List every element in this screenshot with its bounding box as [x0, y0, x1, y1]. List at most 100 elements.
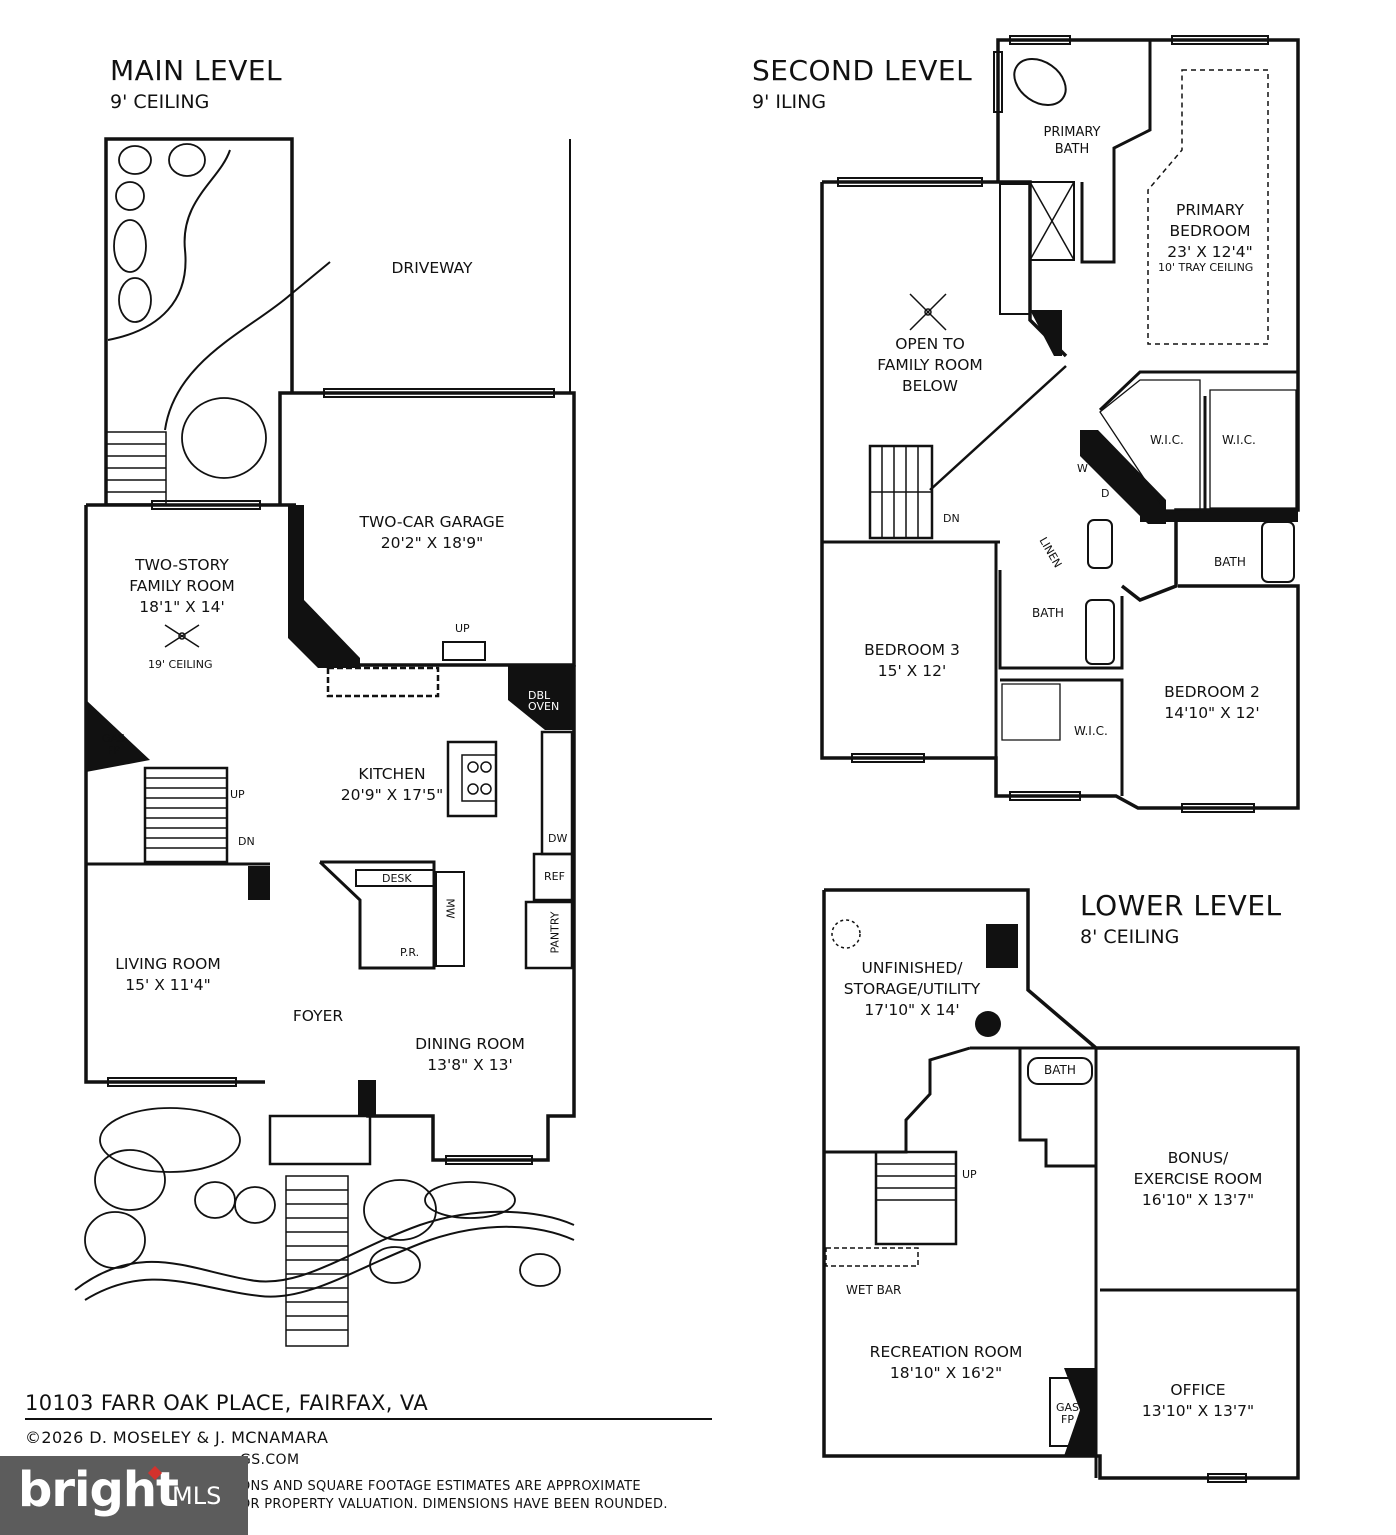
copyright-line: ©2026 D. MOSELEY & J. MCNAMARA	[25, 1428, 329, 1447]
ref-label: REF	[544, 870, 565, 883]
website-line: GS.COM	[240, 1452, 300, 1468]
foyer-label: FOYER	[292, 1007, 344, 1025]
walkway-curve-2	[164, 261, 331, 431]
mw	[435, 871, 465, 967]
front-path-curve	[74, 1210, 575, 1291]
walkway-curve	[107, 149, 231, 341]
second-ceiling-fan	[909, 293, 947, 331]
wic-block	[1000, 678, 1124, 796]
lower-stair	[874, 1150, 958, 1246]
garage-step	[442, 641, 486, 661]
dw-label: DW	[548, 832, 568, 845]
driveway-label: DRIVEWAY	[391, 259, 473, 277]
front-path-curve-2	[84, 1225, 575, 1301]
second-level-ceiling: 9' ILING	[752, 91, 827, 113]
main-side-yard-wall	[104, 137, 294, 505]
garage-up-label: UP	[455, 622, 470, 635]
lower-level-ceiling: 8' CEILING	[1080, 926, 1180, 948]
garage-black-wall	[288, 505, 360, 668]
laundry-black	[1080, 430, 1166, 524]
lower-outline	[822, 888, 1300, 1480]
wic-label-3: W.I.C.	[1074, 724, 1108, 738]
main-stair-outline	[143, 766, 229, 864]
lower-bath-label: BATH	[1044, 1063, 1076, 1077]
address-line: 10103 FARR OAK PLACE, FAIRFAX, VA	[25, 1391, 429, 1415]
second-outer-left	[820, 182, 1300, 810]
dryer-label: D	[1101, 487, 1110, 500]
mw-label: MW	[443, 898, 457, 919]
watermark-suffix: MLS	[172, 1482, 222, 1510]
front-stoop	[268, 1114, 372, 1166]
bath-block	[998, 570, 1124, 670]
cooktop	[461, 754, 497, 802]
main-stair-up-label: UP	[230, 788, 245, 801]
living-column	[248, 866, 270, 900]
main-level-title: MAIN LEVEL	[110, 54, 283, 87]
disclaimer-line-1: ONS AND SQUARE FOOTAGE ESTIMATES ARE APP…	[240, 1479, 641, 1494]
disclaimer-line-2: OR PROPERTY VALUATION. DIMENSIONS HAVE B…	[240, 1497, 668, 1512]
second-black-wall	[1030, 310, 1062, 356]
main-windows	[107, 388, 555, 1165]
main-stair-dn-label: DN	[238, 835, 255, 848]
wic-label-2: W.I.C.	[1222, 433, 1256, 447]
footer-rule	[25, 1418, 712, 1420]
second-black-rail	[1140, 510, 1298, 522]
main-level-ceiling: 9' CEILING	[110, 91, 210, 113]
second-level-title: SECOND LEVEL	[752, 54, 973, 87]
second-windows	[837, 35, 1269, 813]
kitchen-island	[446, 740, 498, 818]
washer-label: W	[1077, 462, 1088, 475]
foyer-column	[358, 1080, 376, 1116]
family-ceiling-label: 19' CEILING	[148, 658, 213, 671]
tray-ceiling-label: 10' TRAY CEILING	[1158, 261, 1254, 274]
stair-wall	[824, 1046, 971, 1154]
lower-stair-up-label: UP	[962, 1168, 977, 1181]
lower-bath-wall	[1018, 1048, 1096, 1168]
shrubs	[84, 143, 561, 1287]
wet-bar-label: WET BAR	[846, 1283, 902, 1297]
family-ceiling-fan	[164, 624, 200, 648]
pantry-label: PANTRY	[548, 911, 562, 954]
wic-label-1: W.I.C.	[1150, 433, 1184, 447]
bath-label-2: BATH	[1214, 555, 1246, 569]
powder-room-wall	[318, 860, 436, 970]
powder-room-label: P.R.	[400, 946, 420, 959]
bright-mls-watermark: bright MLS	[0, 1456, 248, 1535]
desk	[355, 869, 435, 887]
lower-level-title: LOWER LEVEL	[1080, 889, 1282, 922]
main-stair-treads	[145, 777, 227, 849]
fireplace-block	[86, 700, 150, 772]
kitchen-ref	[532, 852, 574, 902]
lower-fp-block	[1064, 1368, 1096, 1456]
side-steps	[105, 431, 167, 505]
primary-closets	[1098, 370, 1298, 412]
tray-ceiling	[1147, 69, 1269, 345]
open-to-below-rail	[999, 183, 1031, 315]
pantry	[524, 900, 574, 970]
bath-label-1: BATH	[1032, 606, 1064, 620]
kitchen-counter-top	[326, 666, 440, 698]
desk-label: DESK	[382, 872, 412, 885]
second-stair-dn-label: DN	[943, 512, 960, 525]
main-left-wall	[84, 505, 265, 1084]
main-right-wall	[366, 665, 576, 1162]
front-steps	[285, 1175, 349, 1347]
